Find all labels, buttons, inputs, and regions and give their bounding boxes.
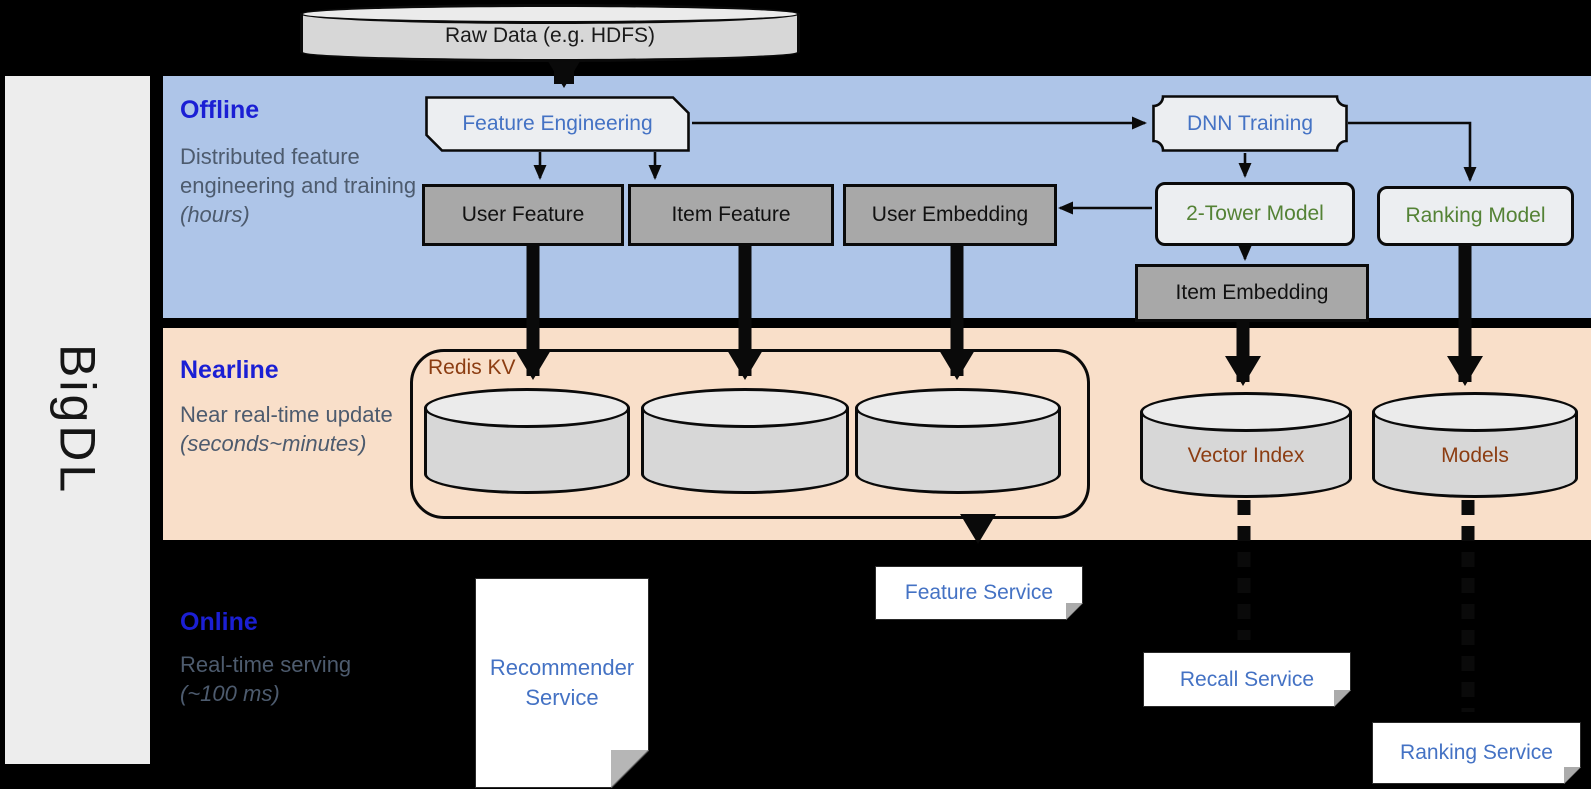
nearline-desc-note: (seconds~minutes) xyxy=(180,431,367,457)
nearline-section-title: Nearline xyxy=(180,356,279,384)
redis-kv-group-frame xyxy=(410,349,1090,519)
raw-data-store: Raw Data (e.g. HDFS) xyxy=(300,4,800,62)
vector-index-label: Vector Index xyxy=(1187,444,1305,467)
offline-desc-note: (hours) xyxy=(180,202,250,228)
redis-kv-label: Redis KV xyxy=(428,356,516,379)
redis-cylinder-2 xyxy=(641,388,849,494)
feature-engineering-label: Feature Engineering xyxy=(462,112,653,135)
dnn-training-node: DNN Training xyxy=(1152,95,1348,152)
ranking-model-node: Ranking Model xyxy=(1377,186,1574,246)
feature-engineering-shape xyxy=(425,96,690,152)
models-label: Models xyxy=(1441,444,1509,467)
redis-cylinder-1-top xyxy=(424,388,630,428)
feature-service-node: Feature Service xyxy=(875,566,1083,620)
recall-service-node: Recall Service xyxy=(1143,652,1351,707)
recommender-service-node: Recommender Service xyxy=(475,578,649,788)
item-embedding-node: Item Embedding xyxy=(1135,264,1369,322)
bigdl-brand-label: BigDL xyxy=(49,344,106,496)
user-embedding-label: User Embedding xyxy=(871,203,1029,226)
offline-section-title: Offline xyxy=(180,96,260,124)
two-tower-model-node: 2-Tower Model xyxy=(1155,182,1355,246)
item-feature-node: Item Feature xyxy=(628,184,834,246)
models-cylinder-top xyxy=(1372,392,1578,432)
feature-engineering-node: Feature Engineering xyxy=(425,96,690,152)
two-tower-model-label: 2-Tower Model xyxy=(1186,202,1324,225)
online-desc-note: (~100 ms) xyxy=(180,681,280,707)
item-embedding-label: Item Embedding xyxy=(1175,281,1329,304)
bigdl-sidebar: BigDL xyxy=(5,76,150,764)
vector-index-store: Vector Index xyxy=(1140,392,1352,498)
offline-desc-text: Distributed feature engineering and trai… xyxy=(180,144,417,199)
raw-data-cylinder-top xyxy=(300,4,800,24)
user-feature-node: User Feature xyxy=(422,184,624,246)
ranking-model-label: Ranking Model xyxy=(1405,204,1546,227)
dnn-training-shape xyxy=(1152,95,1348,152)
redis-cylinder-3 xyxy=(855,388,1061,494)
offline-section-desc: Distributed feature engineering and trai… xyxy=(180,142,420,229)
raw-data-label: Raw Data (e.g. HDFS) xyxy=(444,24,656,47)
online-section-title: Online xyxy=(180,608,258,636)
item-feature-label: Item Feature xyxy=(671,203,791,226)
recall-service-label: Recall Service xyxy=(1179,667,1315,691)
models-store: Models xyxy=(1372,392,1578,498)
feature-service-label: Feature Service xyxy=(904,581,1054,604)
recommender-service-label: Recommender Service xyxy=(489,655,635,710)
ranking-service-label: Ranking Service xyxy=(1400,741,1553,764)
redis-cylinder-3-top xyxy=(855,388,1061,428)
online-section-desc: Real-time serving (~100 ms) xyxy=(180,650,355,708)
online-desc-text: Real-time serving xyxy=(180,652,352,677)
nearline-section-desc: Near real-time update (seconds~minutes) xyxy=(180,400,442,458)
redis-cylinder-2-top xyxy=(641,388,849,428)
nearline-desc-text: Near real-time update xyxy=(180,402,393,427)
dnn-training-label: DNN Training xyxy=(1186,111,1314,135)
ranking-service-node: Ranking Service xyxy=(1372,722,1581,784)
vector-index-cylinder-top xyxy=(1140,392,1352,432)
user-feature-label: User Feature xyxy=(461,203,585,226)
redis-cylinder-1 xyxy=(424,388,630,494)
user-embedding-node: User Embedding xyxy=(843,184,1057,246)
